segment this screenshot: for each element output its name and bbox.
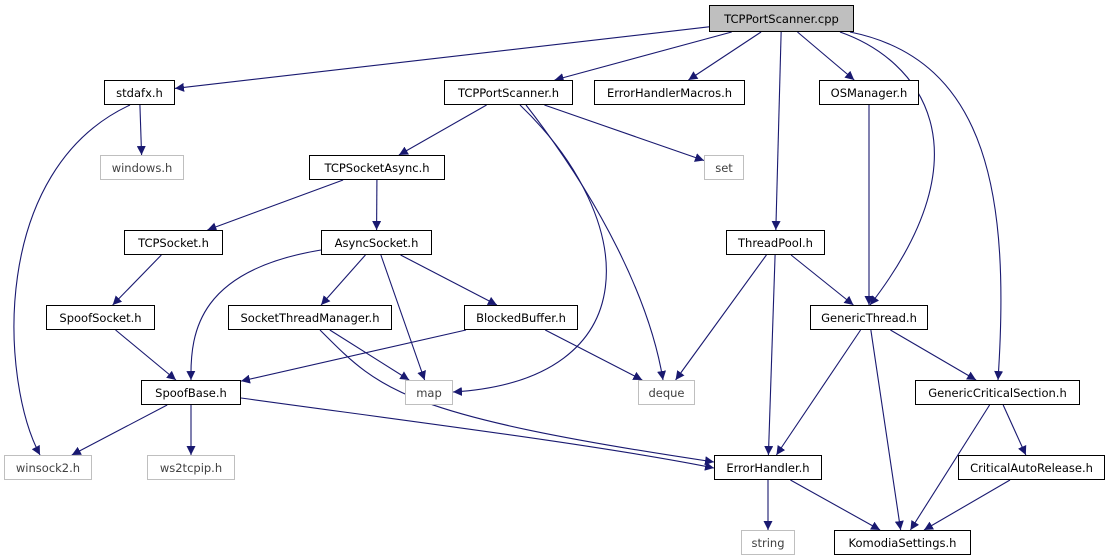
node-windows: windows.h <box>100 155 184 180</box>
edge-async-to-map <box>380 254 426 381</box>
node-map: map <box>405 380 453 405</box>
node-ehm[interactable]: ErrorHandlerMacros.h <box>594 80 745 105</box>
edge-blocked-to-spoofbase <box>240 329 467 384</box>
edge-stm-to-map <box>329 329 410 381</box>
node-spoofs[interactable]: SpoofSocket.h <box>46 305 155 330</box>
node-car[interactable]: CriticalAutoRelease.h <box>958 455 1105 480</box>
node-gthread[interactable]: GenericThread.h <box>810 305 928 330</box>
node-gcs[interactable]: GenericCriticalSection.h <box>915 380 1080 405</box>
node-osm[interactable]: OSManager.h <box>819 80 919 105</box>
edge-root-to-gcs <box>849 31 1004 381</box>
edge-root-to-gthread <box>839 31 935 306</box>
edge-async-to-blocked <box>400 254 498 306</box>
node-tcps[interactable]: TCPSocket.h <box>124 230 223 255</box>
node-eh[interactable]: ErrorHandler.h <box>714 455 822 480</box>
edge-stdafx-to-windows <box>136 104 146 156</box>
edge-gthread-to-gcs <box>890 329 977 381</box>
node-ws2tcpip: ws2tcpip.h <box>147 455 235 480</box>
edge-root-to-tpool <box>771 31 782 231</box>
edge-root-to-stdafx <box>174 26 710 92</box>
edge-eh-to-komodia <box>790 479 881 531</box>
node-tps[interactable]: TCPPortScanner.h <box>444 80 573 105</box>
edge-blocked-to-deque <box>544 329 643 381</box>
node-string: string <box>741 530 795 555</box>
edge-root-to-osm <box>797 31 855 81</box>
edge-tcps-to-spoofs <box>112 254 162 306</box>
node-deque: deque <box>638 380 695 405</box>
edge-tpool-to-eh <box>764 254 776 456</box>
node-tcpsa[interactable]: TCPSocketAsync.h <box>309 155 445 180</box>
node-winsock2: winsock2.h <box>4 455 92 480</box>
node-stm[interactable]: SocketThreadManager.h <box>228 305 392 330</box>
node-spoofbase[interactable]: SpoofBase.h <box>141 380 241 405</box>
edge-tps-to-map <box>452 104 607 396</box>
edge-spoofs-to-spoofbase <box>115 329 177 381</box>
edge-tps-to-deque <box>525 104 666 381</box>
node-root: TCPPortScanner.cpp <box>709 5 854 32</box>
edge-gcs-to-komodia <box>909 404 991 531</box>
node-stdafx[interactable]: stdafx.h <box>104 80 175 105</box>
edge-gthread-to-eh <box>775 329 862 456</box>
edge-spoofbase-to-eh <box>240 397 715 471</box>
node-tpool[interactable]: ThreadPool.h <box>726 230 825 255</box>
edge-tpool-to-gthread <box>790 254 854 306</box>
node-set: set <box>704 155 744 180</box>
edge-tps-to-set <box>544 104 705 162</box>
edge-spoofbase-to-winsock2 <box>71 404 168 456</box>
edge-stdafx-to-winsock2 <box>13 104 131 456</box>
edge-root-to-ehm <box>688 31 762 81</box>
node-komodia[interactable]: KomodiaSettings.h <box>834 530 971 555</box>
edge-tpool-to-deque <box>675 254 767 381</box>
edge-gcs-to-car <box>1002 404 1027 456</box>
edge-async-to-stm <box>320 254 366 306</box>
edge-car-to-komodia <box>923 479 1011 531</box>
edge-tps-to-tcpsa <box>398 104 487 156</box>
node-blocked[interactable]: BlockedBuffer.h <box>464 305 578 330</box>
node-async[interactable]: AsyncSocket.h <box>321 230 432 255</box>
edge-root-to-tps <box>554 31 732 82</box>
edge-gthread-to-komodia <box>870 329 904 531</box>
edge-tcpsa-to-tcps <box>207 179 344 232</box>
edge-async-to-spoofbase <box>186 249 322 381</box>
